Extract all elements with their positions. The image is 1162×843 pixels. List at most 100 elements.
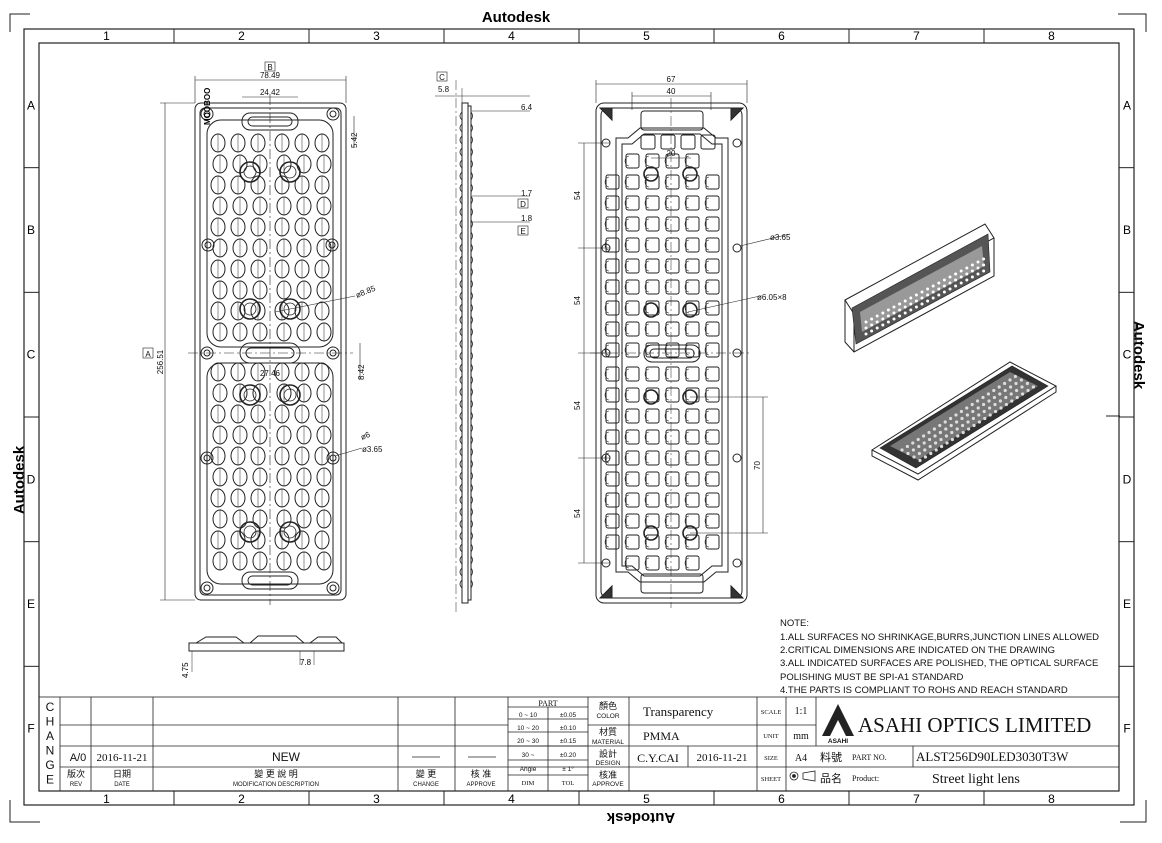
lens-cell	[705, 429, 720, 445]
color-value: Transparency	[643, 704, 714, 719]
part-no-label: PART NO.	[852, 753, 887, 762]
lens-cell	[665, 555, 680, 571]
lens-cell	[625, 534, 640, 550]
approve2-cn: 核准	[599, 769, 617, 780]
lens-cell	[625, 555, 640, 571]
front-label-b: B	[267, 63, 272, 72]
iso-lens-dot	[970, 402, 974, 407]
material-value: PMMA	[643, 729, 680, 743]
front-hole-dia: ø3.65	[362, 445, 383, 454]
iso-lens-dot	[886, 308, 890, 312]
notes-heading: NOTE:	[780, 618, 809, 629]
lens-large	[239, 384, 261, 406]
iso-lens-dot	[886, 320, 890, 324]
lens-cell	[705, 342, 720, 358]
lens-cell	[665, 258, 680, 274]
lens-cell	[685, 366, 700, 382]
iso-lens-dot	[928, 437, 932, 442]
iso-lens-dot	[949, 423, 953, 428]
lens-cell	[625, 471, 640, 487]
iso-lens-dot	[959, 409, 964, 414]
lens-large	[279, 161, 301, 183]
lens-cell	[705, 237, 720, 253]
projection-symbol-icon	[789, 770, 816, 782]
iso-lens-dot	[914, 293, 918, 297]
lens-cell	[605, 513, 620, 529]
lens-cell	[665, 471, 680, 487]
iso-lens-dot	[981, 395, 985, 400]
lens-cell	[665, 195, 680, 211]
front-label-a: A	[145, 350, 151, 359]
lens-cell	[645, 174, 660, 190]
front-lens-dia: ø8.85	[354, 284, 377, 300]
lens-cell	[625, 366, 640, 382]
design-en: DESIGN	[596, 760, 621, 767]
lens-cell	[665, 300, 680, 316]
side-top: 5.8	[438, 85, 450, 94]
iso-lens-dot	[870, 323, 874, 327]
mount-hole	[201, 238, 215, 252]
iso-lens-dot	[916, 437, 920, 442]
row-mark-left: C	[27, 348, 36, 362]
side-d3: 1.8	[521, 214, 533, 223]
iso-lens-dot	[1008, 378, 1012, 382]
change-letter: G	[45, 758, 54, 772]
iso-lens-dot	[945, 441, 949, 445]
watermark-left: Autodesk	[11, 445, 28, 514]
iso-lens-dot	[977, 413, 981, 417]
iso-lens-dot	[959, 281, 963, 285]
lens-cell	[665, 342, 680, 358]
lens-cell	[665, 321, 680, 337]
iso-lens-dot	[909, 308, 913, 312]
iso-lens-dot	[1019, 378, 1024, 382]
lens-cell	[625, 279, 640, 295]
iso-lens-dot	[918, 458, 922, 463]
iso-lens-dot	[1014, 381, 1018, 386]
back-dimensions	[578, 80, 791, 564]
iso-lens-dot	[892, 317, 896, 321]
iso-lens-dot	[881, 323, 885, 327]
iso-lens-dot	[967, 427, 971, 431]
iso-lens-dot	[903, 311, 907, 315]
lens-cell	[625, 321, 640, 337]
lens-cell	[625, 300, 640, 316]
lens-cell	[685, 300, 700, 316]
lens-large	[643, 389, 659, 405]
iso-lens-dot	[998, 399, 1003, 403]
mod-cn: 變 更 說 明	[254, 768, 298, 779]
iso-lens-dot	[1031, 385, 1035, 389]
approve-cn: 核 准	[471, 768, 492, 779]
lens-cell	[625, 408, 640, 424]
col-mark-bottom: 4	[508, 792, 515, 806]
iso-lens-dot	[998, 392, 1002, 396]
lens-cell	[665, 237, 680, 253]
iso-lens-dot	[942, 284, 946, 288]
col-mark-bottom: 2	[238, 792, 245, 806]
mount-hole	[200, 346, 214, 360]
lens-cell	[645, 342, 660, 358]
note-5: 4.THE PARTS IS COMPLIANT TO ROHS AND REA…	[780, 685, 1068, 696]
lens-cell	[705, 195, 720, 211]
iso-lens-dot	[929, 451, 933, 456]
lens-cell	[625, 258, 640, 274]
iso-lens-dot	[1025, 381, 1029, 386]
lens-cell	[645, 216, 660, 232]
iso-view-1	[844, 223, 995, 353]
row-mark-left: E	[27, 597, 35, 611]
lens-cell	[605, 387, 620, 403]
change-letter: C	[46, 700, 55, 714]
lens-cell	[645, 492, 660, 508]
lens-cell	[665, 279, 680, 295]
lens-large	[239, 161, 261, 183]
iso-lens-dot	[993, 402, 997, 407]
lens-large	[239, 521, 261, 543]
lens-cell	[685, 534, 700, 550]
lens-cell	[605, 216, 620, 232]
bottom-w: 7.8	[300, 658, 312, 667]
mount-hole	[325, 238, 339, 252]
iso-lens-dot	[988, 413, 992, 417]
rev-en: REV	[70, 782, 82, 788]
product-name: Street light lens	[932, 772, 1020, 787]
lens-cell	[645, 321, 660, 337]
